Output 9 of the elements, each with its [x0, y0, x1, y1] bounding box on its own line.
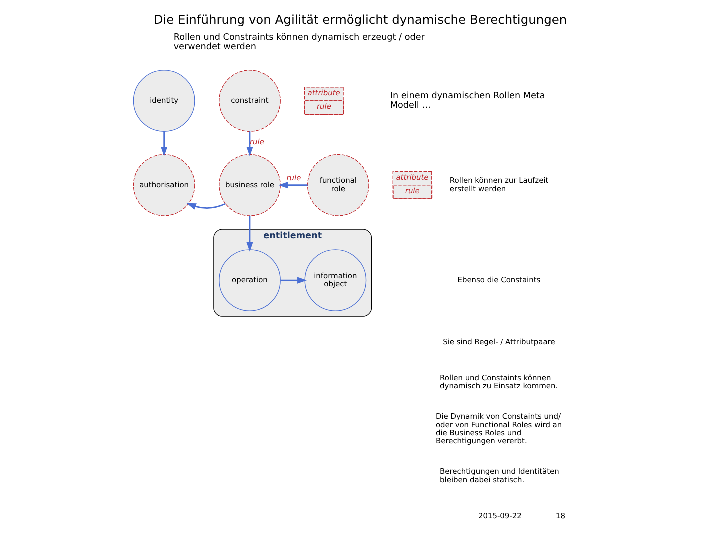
arrow	[246, 216, 253, 252]
diagram-title: Die Einführung von Agilität ermöglicht dynamische Berechtigungen	[153, 12, 567, 27]
arrow	[186, 203, 226, 210]
label: In einem dynamischen Rollen Meta Modell …	[390, 92, 545, 112]
arrow	[160, 132, 168, 157]
label: Rollen und Constraints können dynamisch erzeugt / oder verwendet werden	[173, 33, 424, 53]
arrow	[246, 132, 253, 157]
arrow	[280, 277, 307, 284]
arrow	[278, 182, 308, 189]
